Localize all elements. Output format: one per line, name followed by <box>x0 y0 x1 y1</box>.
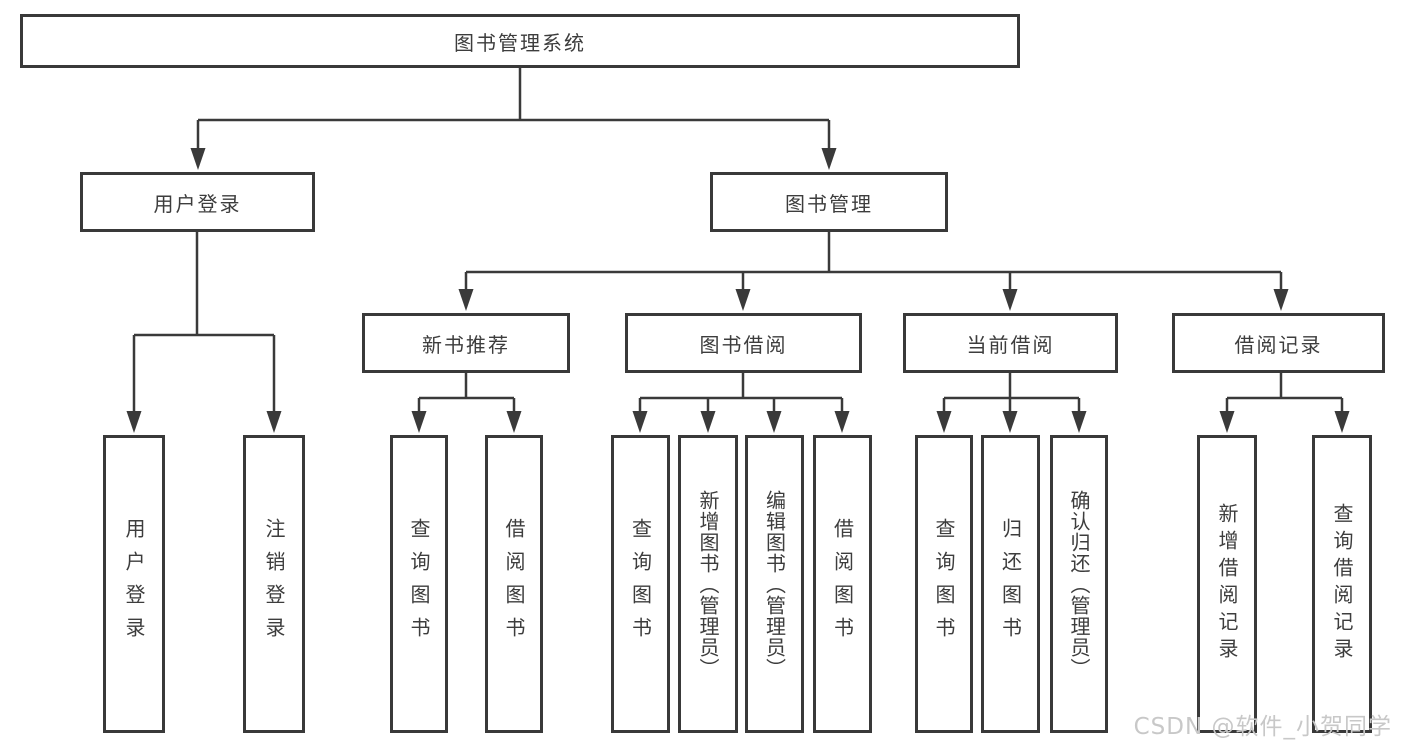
csdn-watermark: CSDN @软件_小贺同学 <box>1133 714 1392 740</box>
leaf-logout: 注销登录 <box>243 435 305 733</box>
leaf-borrow-books-recommend: 借阅图书 <box>485 435 543 733</box>
arrow-down-icon <box>821 148 837 170</box>
node-book-borrowing: 图书借阅 <box>625 313 862 373</box>
arrow-down-icon <box>632 411 648 433</box>
arrow-down-icon <box>1002 289 1018 311</box>
leaf-edit-books-admin: 编辑图书（管理员） <box>745 435 804 733</box>
arrow-down-icon <box>190 148 206 170</box>
leaf-confirm-return-admin: 确认归还（管理员） <box>1050 435 1108 733</box>
leaf-return-books: 归还图书 <box>981 435 1040 733</box>
arrow-down-icon <box>1071 411 1087 433</box>
arrow-down-icon <box>834 411 850 433</box>
arrow-down-icon <box>458 289 474 311</box>
arrow-down-icon <box>700 411 716 433</box>
arrow-down-icon <box>936 411 952 433</box>
leaf-user-login: 用户登录 <box>103 435 165 733</box>
arrow-down-icon <box>126 411 142 433</box>
node-root-system: 图书管理系统 <box>20 14 1020 68</box>
arrow-down-icon <box>1219 411 1235 433</box>
arrow-down-icon <box>266 411 282 433</box>
node-current-borrowing: 当前借阅 <box>903 313 1118 373</box>
node-user-login-branch: 用户登录 <box>80 172 315 232</box>
arrow-down-icon <box>1002 411 1018 433</box>
leaf-add-borrow-record: 新增借阅记录 <box>1197 435 1257 733</box>
arrow-down-icon <box>411 411 427 433</box>
leaf-query-borrow-record: 查询借阅记录 <box>1312 435 1372 733</box>
arrow-down-icon <box>735 289 751 311</box>
arrow-down-icon <box>766 411 782 433</box>
arrow-down-icon <box>506 411 522 433</box>
node-borrowing-records: 借阅记录 <box>1172 313 1385 373</box>
node-book-management-branch: 图书管理 <box>710 172 948 232</box>
arrow-down-icon <box>1273 289 1289 311</box>
leaf-query-books-recommend: 查询图书 <box>390 435 448 733</box>
leaf-query-books-borrow: 查询图书 <box>611 435 670 733</box>
node-new-book-recommendation: 新书推荐 <box>362 313 570 373</box>
leaf-borrow-books: 借阅图书 <box>813 435 872 733</box>
leaf-query-books-current: 查询图书 <box>915 435 973 733</box>
arrow-down-icon <box>1334 411 1350 433</box>
leaf-add-books-admin: 新增图书（管理员） <box>678 435 738 733</box>
